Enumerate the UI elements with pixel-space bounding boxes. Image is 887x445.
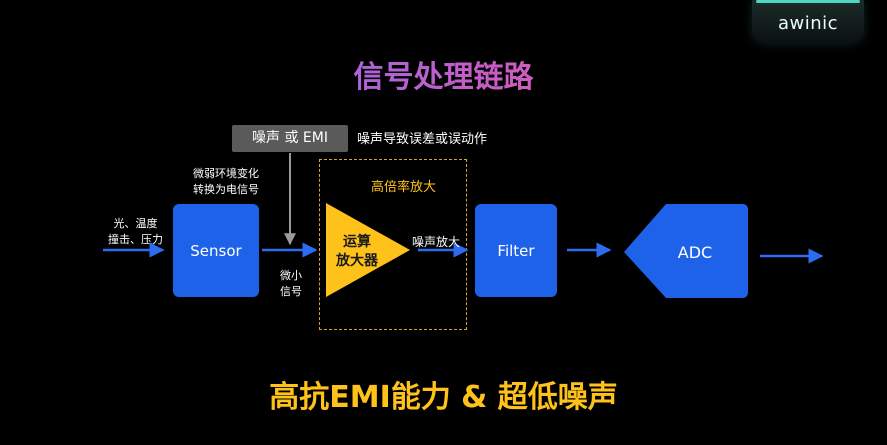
environment-note: 微弱环境变化 转换为电信号	[193, 166, 259, 198]
noise-source-box: 噪声 或 EMI	[232, 125, 348, 152]
filter-label: Filter	[497, 241, 535, 260]
sensor-label: Sensor	[190, 241, 242, 260]
brand-accent-line	[756, 0, 860, 3]
op-amp-label-line-2: 放大器	[336, 253, 378, 269]
adc-label: ADC	[677, 243, 713, 262]
bottom-headline: 高抗EMI能力 & 超低噪声	[269, 380, 618, 415]
op-amp-label: 运算 放大器	[327, 233, 387, 271]
adc-block	[624, 204, 748, 298]
environment-note-line-2: 转换为电信号	[193, 183, 259, 196]
page-title: 信号处理链路	[0, 52, 887, 96]
brand-badge: awinic	[752, 0, 864, 44]
input-note-line-2: 撞击、压力	[108, 233, 163, 246]
gain-stage-label: 高倍率放大	[371, 180, 437, 195]
op-amp-triangle	[326, 203, 410, 297]
tiny-signal-note: 微小 信号	[280, 268, 302, 300]
brand-logo-text: awinic	[777, 13, 839, 34]
filter-block: Filter	[475, 204, 557, 297]
noise-note: 噪声导致误差或误动作	[357, 132, 488, 147]
amplified-noise-label: 噪声放大	[412, 235, 461, 249]
environment-note-line-1: 微弱环境变化	[193, 167, 259, 180]
tiny-signal-line-1: 微小	[280, 269, 302, 282]
input-note-line-1: 光、温度	[113, 217, 158, 230]
tiny-signal-line-2: 信号	[280, 285, 302, 298]
op-amp-label-line-1: 运算	[343, 234, 371, 250]
sensor-block: Sensor	[173, 204, 259, 297]
input-note: 光、温度 撞击、压力	[108, 216, 163, 248]
